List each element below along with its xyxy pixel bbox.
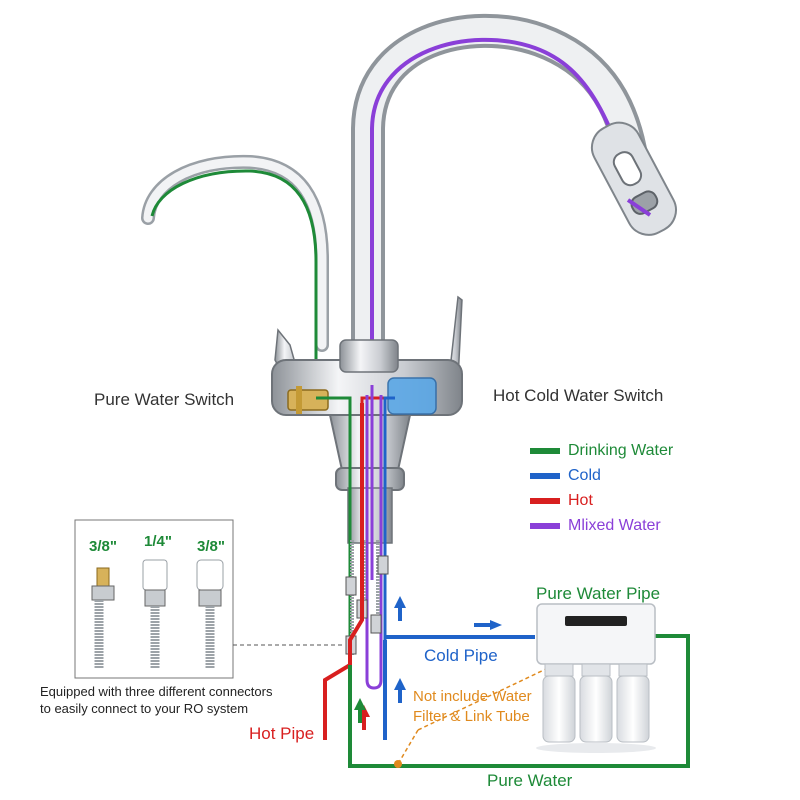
connector-panel bbox=[74, 519, 345, 679]
pure-water-spout bbox=[141, 154, 329, 400]
legend-swatch bbox=[530, 498, 560, 504]
cold-pipe-line bbox=[383, 596, 535, 740]
legend-item-hot: Hot bbox=[530, 491, 593, 511]
legend-label: Cold bbox=[568, 467, 601, 484]
connector-size-label: 3/8" bbox=[197, 538, 225, 555]
connector-size-label: 1/4" bbox=[144, 533, 172, 550]
cold-up-arrow-icon bbox=[394, 596, 406, 608]
legend-item-mixed: Mlixed Water bbox=[530, 516, 661, 536]
not-included-note: Not include Water Filter & Link Tube bbox=[413, 687, 532, 727]
pure-water-line bbox=[348, 634, 690, 768]
legend-swatch bbox=[530, 448, 560, 454]
spray-head bbox=[590, 121, 677, 236]
cold-up-arrow-2-icon bbox=[394, 678, 406, 690]
not-included-line-1: Not include Water bbox=[413, 688, 532, 705]
not-included-line-2: Filter & Link Tube bbox=[413, 708, 530, 725]
pure-water-switch-label: Pure Water Switch bbox=[94, 390, 235, 409]
pure-water-arrow-icon bbox=[354, 698, 366, 710]
legend-item-cold: Cold bbox=[530, 466, 601, 486]
connector-size-label: 3/8" bbox=[89, 538, 117, 555]
legend-label: Drinking Water bbox=[568, 442, 674, 459]
legend-label: Hot bbox=[568, 492, 593, 509]
cold-pipe-label: Cold Pipe bbox=[424, 646, 498, 665]
connectors-note-line-2: to easily connect to your RO system bbox=[40, 701, 249, 716]
legend-swatch bbox=[530, 523, 560, 529]
main-spout bbox=[351, 13, 677, 395]
connectors-note-line-1: Equipped with three different connectors bbox=[40, 684, 273, 699]
connectors-note: Equipped with three different connectors… bbox=[40, 683, 272, 717]
pure-water-pipe-label: Pure Water Pipe bbox=[536, 584, 661, 603]
pure-water-label: Pure Water bbox=[487, 771, 573, 790]
cold-right-arrow-icon bbox=[490, 620, 502, 630]
hot-cold-switch-label: Hot Cold Water Switch bbox=[493, 386, 664, 405]
legend-item-drinking: Drinking Water bbox=[530, 441, 673, 461]
legend-label: Mlixed Water bbox=[568, 517, 661, 534]
hot-pipe-label: Hot Pipe bbox=[249, 724, 315, 743]
ro-filter-system bbox=[536, 603, 656, 753]
legend-swatch bbox=[530, 473, 560, 479]
